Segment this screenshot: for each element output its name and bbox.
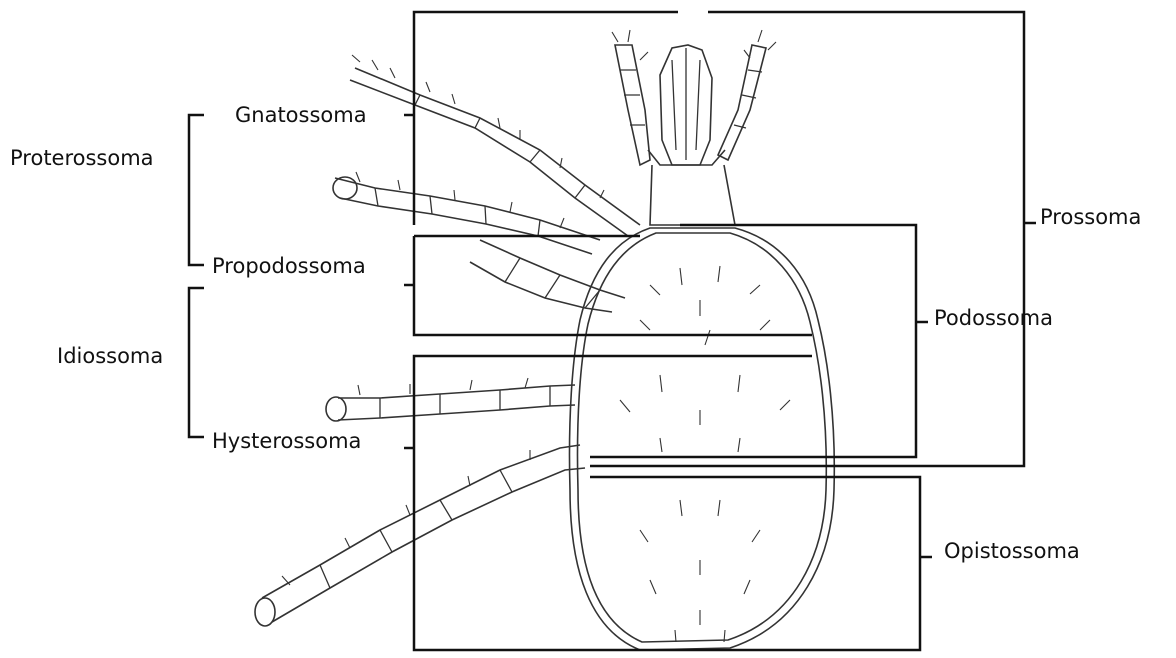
body-setae: [620, 266, 790, 642]
label-opistossoma: Opistossoma: [944, 539, 1080, 563]
label-idiossoma: Idiossoma: [57, 344, 163, 368]
leg-3: [326, 378, 575, 421]
proterossoma-bracket: [189, 115, 204, 265]
label-prossoma: Prossoma: [1040, 205, 1141, 229]
gnathosoma-drawing: [648, 45, 735, 225]
propodossoma-box: [414, 236, 812, 335]
labels: Gnatossoma Proterossoma Propodossoma Idi…: [10, 103, 1141, 563]
label-propodossoma: Propodossoma: [212, 254, 366, 278]
label-podossoma: Podossoma: [934, 306, 1053, 330]
label-hysterossoma: Hysterossoma: [212, 429, 361, 453]
label-proterossoma: Proterossoma: [10, 146, 154, 170]
gnatossoma-box: [414, 12, 1024, 466]
podossoma-box: [590, 225, 916, 457]
leg-2: [333, 172, 600, 254]
idiossoma-bracket: [189, 288, 204, 437]
body-outline: [569, 228, 834, 650]
leg-4: [255, 445, 585, 626]
region-boxes: [414, 12, 1024, 650]
palp-left: [612, 30, 650, 165]
label-gnatossoma: Gnatossoma: [235, 103, 367, 127]
palp-right: [718, 30, 776, 160]
leg-3-short: [470, 240, 625, 312]
